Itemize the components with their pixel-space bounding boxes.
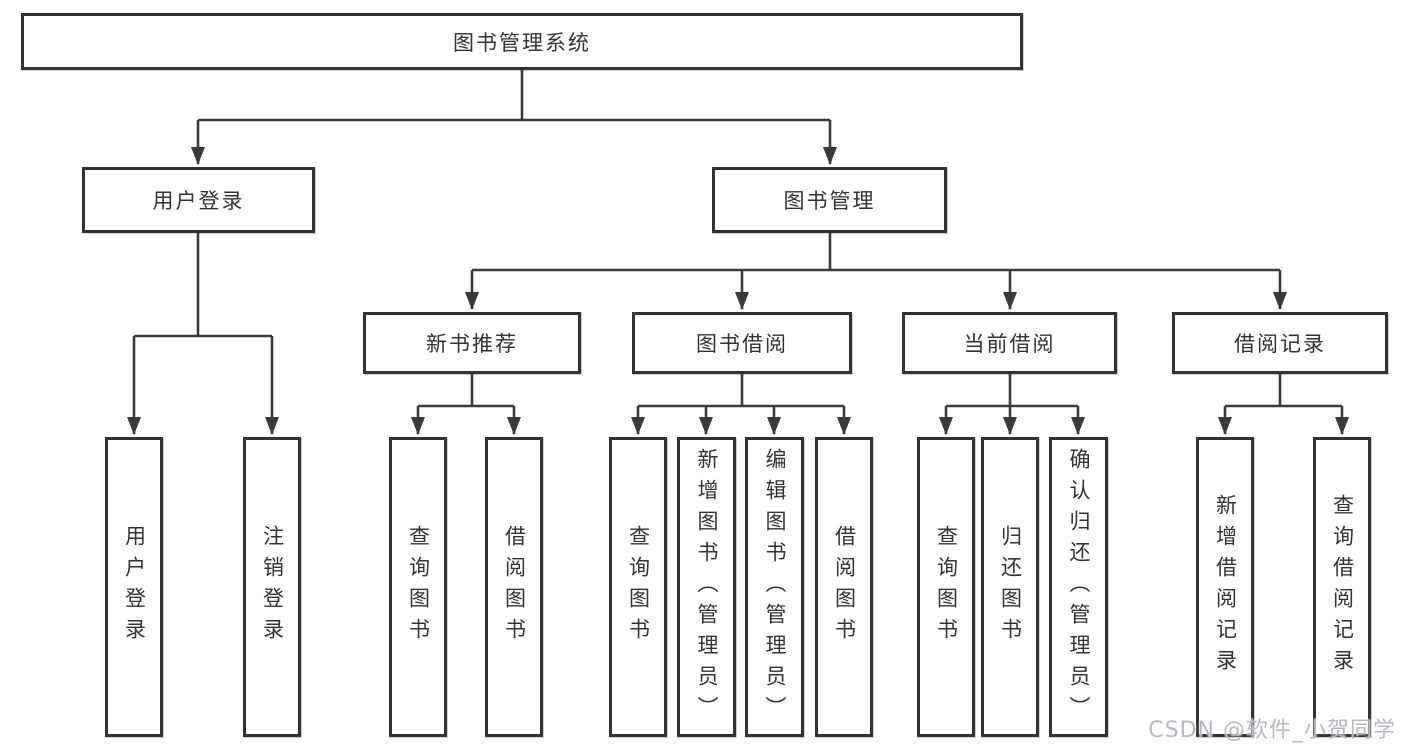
leaf-current-confirm-return-admin: 确认归还（管理员） xyxy=(1049,437,1108,737)
node-label: 图书管理 xyxy=(783,189,876,213)
leaf-borrowing-query-books: 查询图书 xyxy=(609,437,667,737)
node-label: 注销登录 xyxy=(260,525,285,649)
node-label: 图书借阅 xyxy=(696,332,788,356)
node-label: 查询图书 xyxy=(626,525,651,649)
node-label: 新增图书（管理员） xyxy=(695,447,719,727)
node-book-borrowing: 图书借阅 xyxy=(632,312,852,374)
leaf-user-login: 用户登录 xyxy=(105,437,163,737)
node-label: 用户登录 xyxy=(152,189,245,213)
node-label: 查询图书 xyxy=(934,525,959,649)
node-label: 确认归还（管理员） xyxy=(1067,447,1091,727)
leaf-logout: 注销登录 xyxy=(243,437,301,737)
node-label: 归还图书 xyxy=(998,525,1023,649)
node-label: 查询借阅记录 xyxy=(1330,494,1355,680)
node-new-book-recommend: 新书推荐 xyxy=(363,312,581,374)
leaf-records-add-record: 新增借阅记录 xyxy=(1196,437,1254,737)
node-label: 借阅记录 xyxy=(1234,332,1326,356)
node-current-borrowing: 当前借阅 xyxy=(902,312,1117,374)
node-library-management-system: 图书管理系统 xyxy=(21,13,1023,70)
leaf-borrowing-borrow-books: 借阅图书 xyxy=(815,437,873,737)
node-label: 图书管理系统 xyxy=(453,30,591,55)
node-user-login: 用户登录 xyxy=(82,167,315,233)
leaf-current-query-books: 查询图书 xyxy=(917,437,975,737)
csdn-watermark: CSDN @软件_小贺同学 xyxy=(1148,718,1396,743)
node-label: 新增借阅记录 xyxy=(1213,494,1238,680)
leaf-recommend-borrow-books: 借阅图书 xyxy=(485,437,543,737)
leaf-borrowing-edit-books-admin: 编辑图书（管理员） xyxy=(745,437,804,737)
node-label: 借阅图书 xyxy=(832,525,857,649)
node-label: 编辑图书（管理员） xyxy=(763,447,787,727)
leaf-current-return-books: 归还图书 xyxy=(981,437,1039,737)
node-label: 借阅图书 xyxy=(502,525,527,649)
node-label: 新书推荐 xyxy=(426,332,518,356)
leaf-recommend-query-books: 查询图书 xyxy=(389,437,447,737)
node-label: 当前借阅 xyxy=(963,332,1056,356)
node-label: 用户登录 xyxy=(122,525,147,649)
leaf-records-query-record: 查询借阅记录 xyxy=(1313,437,1371,737)
leaf-borrowing-add-books-admin: 新增图书（管理员） xyxy=(677,437,736,737)
node-book-management: 图书管理 xyxy=(712,167,947,233)
node-borrowing-records: 借阅记录 xyxy=(1172,312,1388,374)
node-label: 查询图书 xyxy=(406,525,431,649)
